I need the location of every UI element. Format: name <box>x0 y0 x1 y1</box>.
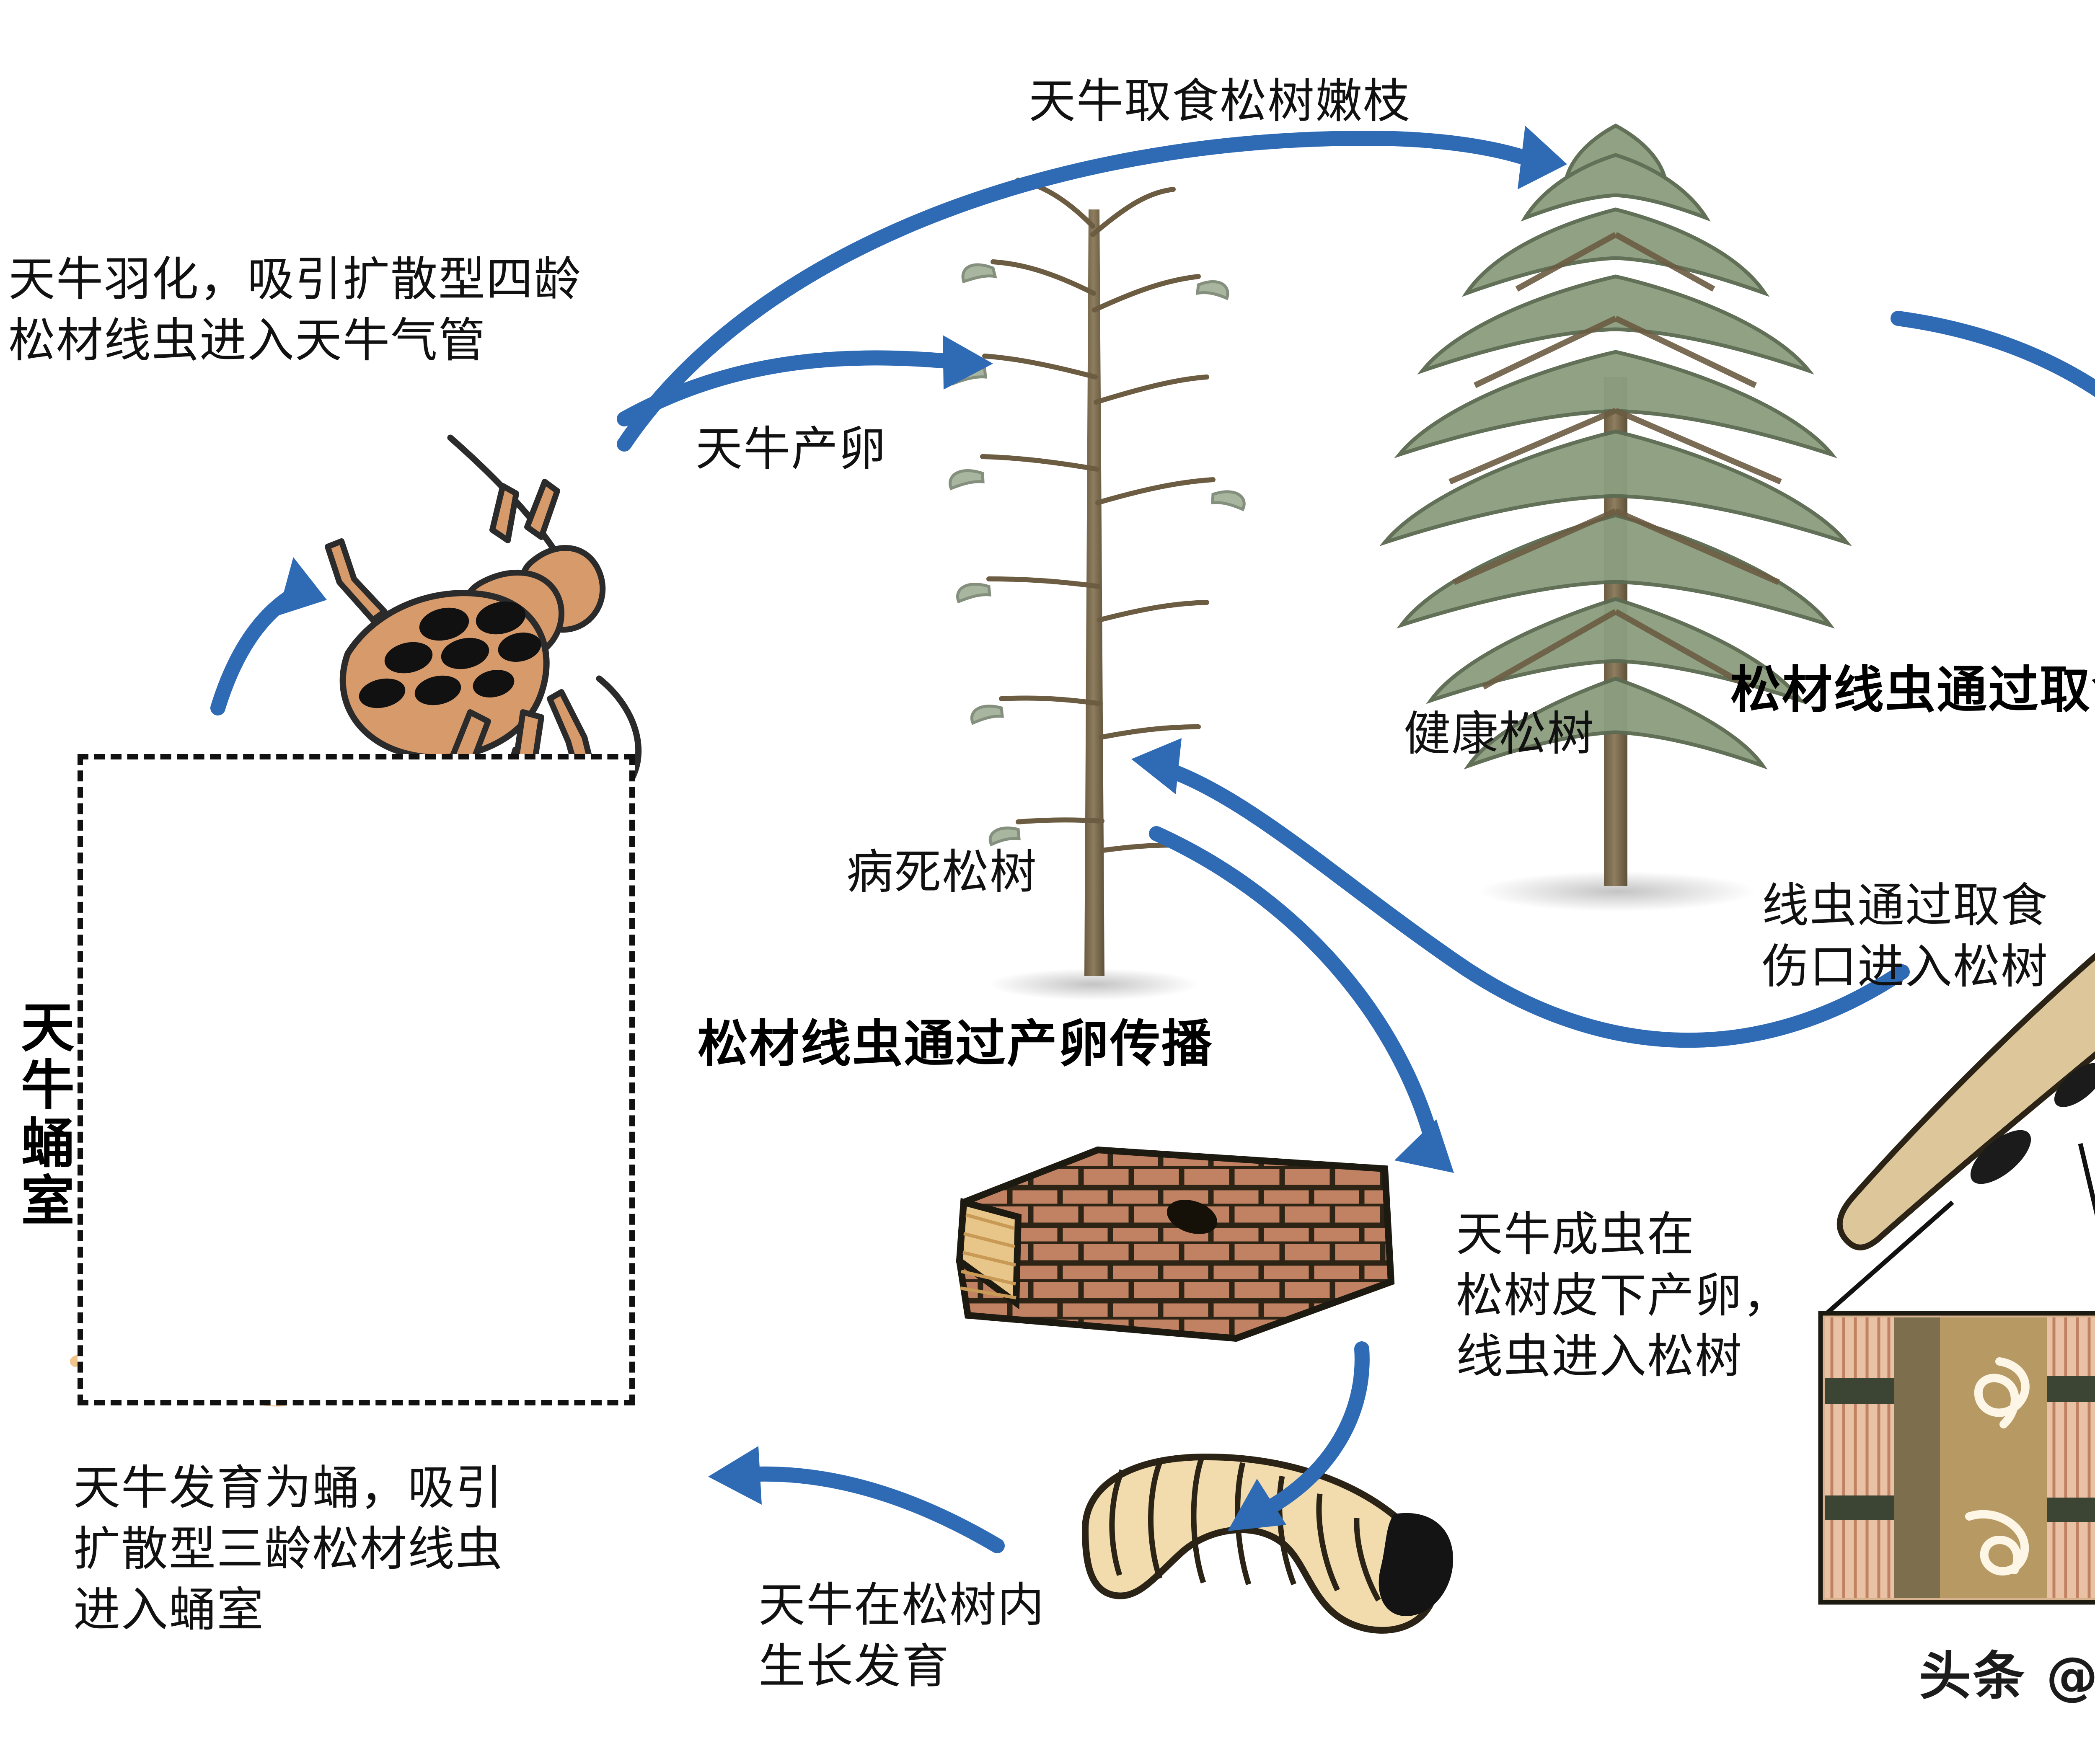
pine-shoot-illustration <box>1825 953 2095 1315</box>
label-beetle-feeds-shoots: 天牛取食松树嫩枝 <box>1029 74 1411 129</box>
arrow-beetle-to-pine <box>617 130 1537 452</box>
arrow-pine-to-shoot <box>1891 311 2095 398</box>
label-beetle-oviposition: 天牛产卵 <box>696 422 887 476</box>
healthy-pine-tree-illustration <box>1379 123 1852 912</box>
heading-oviposition-transmission: 松材线虫通过产卵传播 <box>698 1015 1213 1073</box>
pupal-chamber-box <box>78 754 635 1405</box>
label-nematode-enters-wound: 线虫通过取食 伤口进入松树 <box>1762 878 2048 994</box>
label-diseased-pine: 病死松树 <box>846 845 1037 899</box>
heading-pupal-chamber: 天牛蛹室 <box>11 999 74 1230</box>
label-pupa-attracts-nematode: 天牛发育为蛹，吸引 扩散型三龄松材线虫 进入蛹室 <box>73 1461 503 1637</box>
label-healthy-pine: 健康松树 <box>1404 707 1595 761</box>
label-beetle-emergence: 天牛羽化，吸引扩散型四龄 松材线虫进入天牛气管 <box>8 252 582 368</box>
arrow-deadpine-to-log <box>1149 826 1441 1151</box>
beetle-larva-illustration <box>1081 1453 1454 1634</box>
label-adult-lays-eggs-under-bark: 天牛成虫在 松树皮下产卵， 线虫进入松树 <box>1456 1207 1790 1384</box>
arrow-larva-to-pupalchamber <box>738 1466 1005 1553</box>
watermark: 头条 @阿永的植物日记 <box>1919 1646 2095 1707</box>
heading-feeding-transmission: 松材线虫通过取食传播 <box>1730 661 2095 719</box>
arrow-log-to-larva <box>1254 1341 1370 1520</box>
label-larva-develops-in-pine: 天牛在松树内 生长发育 <box>758 1578 1045 1694</box>
arrow-beetle-oviposition <box>617 350 954 426</box>
wood-cross-section-inset <box>1818 1311 2095 1605</box>
arrow-pupa-to-adult <box>210 587 301 715</box>
pine-bark-log-illustration <box>956 1146 1395 1342</box>
